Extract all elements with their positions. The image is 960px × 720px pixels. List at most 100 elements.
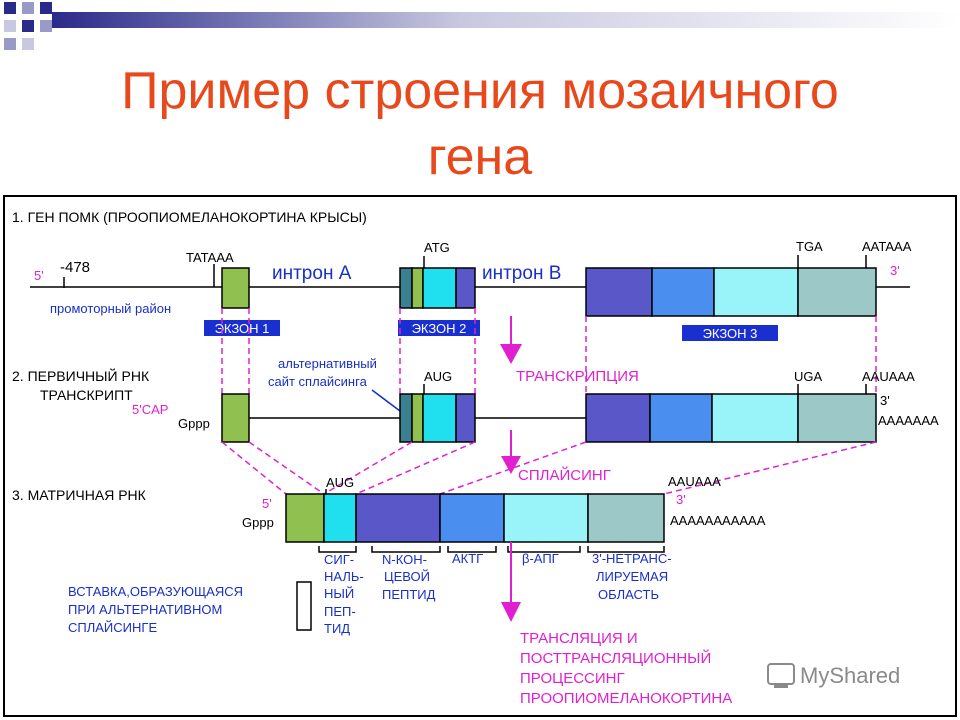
- nterm-label-3: ПЕПТИД: [382, 587, 436, 602]
- splicing-label: СПЛАЙСИНГ: [518, 466, 611, 484]
- insert-box: [296, 581, 312, 631]
- splice-line: [439, 441, 587, 495]
- mrna-teal: [587, 493, 665, 543]
- bracket-signal: [318, 546, 357, 553]
- bracket-bapg: [507, 546, 581, 553]
- exon2-label-box: [398, 320, 480, 336]
- exon2-segment-cyan: [422, 267, 457, 309]
- mrna-light-cyan: [503, 493, 589, 543]
- section2-header-line2: ТРАНСКРИПТ: [40, 387, 133, 403]
- aauaaa-label-3: AAUAAA: [668, 474, 721, 489]
- insert-label-3: СПЛАЙСИНГЕ: [68, 620, 157, 635]
- title-line-2: гена: [427, 128, 533, 186]
- bracket-utr: [587, 546, 665, 553]
- polya-label-3: AAAAAAAAAAA: [670, 513, 766, 528]
- watermark-icon: [767, 663, 795, 685]
- title-line-1: Пример строения мозаичного: [121, 62, 839, 120]
- aauaaa-label-2: AAUAAA: [862, 369, 915, 384]
- splice-line: [355, 441, 476, 495]
- corner-decoration: [4, 2, 960, 50]
- tga-label: TGA: [796, 239, 823, 254]
- transcript-exon2-segment-cyan: [422, 393, 457, 443]
- decor-square: [40, 2, 52, 14]
- diagram-frame: [3, 195, 957, 717]
- utr-label-3: ОБЛАСТЬ: [598, 587, 659, 602]
- exon2-segment-green: [411, 267, 424, 309]
- insert-label-1: ВСТАВКА,ОБРАЗУЮЩАЯСЯ: [68, 584, 243, 599]
- decor-square: [4, 2, 16, 14]
- signal-label-3: НЫЙ: [324, 586, 354, 601]
- page-title: Пример строения мозаичного гена: [0, 58, 960, 190]
- section3-header: 3. МАТРИЧНАЯ РНК: [12, 487, 147, 503]
- nterm-label-1: N-КОН-: [382, 552, 427, 567]
- exon2-label: ЭКЗОН 2: [412, 321, 467, 336]
- decor-square: [22, 38, 34, 50]
- mrna-green: [285, 493, 325, 543]
- signal-label-5: ТИД: [324, 621, 350, 636]
- exon1-block: [221, 267, 250, 309]
- utr-label-2: ЛИРУЕМАЯ: [596, 569, 668, 584]
- mrna-blue: [439, 493, 505, 543]
- position-label: -478: [60, 259, 90, 276]
- splice-line: [221, 441, 287, 495]
- splice-line: [248, 441, 325, 495]
- exon2-segment-purple: [455, 267, 476, 309]
- signal-label-1: СИГ-: [324, 552, 354, 567]
- exon3-label-box: [682, 325, 778, 341]
- tataaa-label: TATAAA: [186, 250, 234, 265]
- mrna-purple: [355, 493, 441, 543]
- bapg-label: β-АПГ: [522, 551, 559, 566]
- five-prime-label: 5': [34, 268, 44, 283]
- decor-square: [4, 20, 16, 32]
- splice-line: [663, 441, 877, 495]
- translation-label-1: ТРАНСЛЯЦИЯ И: [520, 630, 638, 647]
- exon1-label-box: [204, 320, 280, 336]
- translation-label-4: ПРООПИОМЕЛАНОКОРТИНА: [520, 690, 732, 707]
- cap-label: 5'CAP: [132, 402, 168, 417]
- insert-label-2: ПРИ АЛЬТЕРНАТИВНОМ: [68, 602, 222, 617]
- section2-header-line1: 2. ПЕРВИЧНЫЙ РНК: [12, 367, 150, 384]
- promoter-label: промоторный район: [50, 301, 171, 316]
- three-prime-label: 3': [890, 263, 900, 278]
- mrna-cyan: [323, 493, 357, 543]
- aataaa-label: AATAAA: [862, 239, 912, 254]
- exon1-label: ЭКЗОН 1: [215, 321, 270, 336]
- decor-square: [22, 2, 34, 14]
- decor-square: [40, 20, 52, 32]
- uga-label: UGA: [794, 369, 823, 384]
- transcript-exon3-segment-teal: [797, 393, 877, 443]
- watermark: MyShared: [767, 663, 900, 688]
- atg-label: ATG: [424, 240, 450, 255]
- transcript-exon3-segment-blue: [649, 393, 713, 443]
- nterm-label-2: ЦЕВОЙ: [384, 569, 430, 584]
- translation-label-2: ПОСТТРАНСЛЯЦИОННЫЙ: [520, 649, 711, 667]
- decor-square: [4, 38, 16, 50]
- splicing-arrow: [501, 430, 521, 474]
- splice-line: [323, 441, 413, 495]
- aug-label-3: AUG: [326, 475, 354, 490]
- section1-header: 1. ГЕН ПОМК (ПРООПИОМЕЛАНОКОРТИНА КРЫСЫ): [12, 209, 367, 225]
- bracket-nterm: [371, 546, 441, 553]
- actg-label: АКТГ: [452, 551, 483, 566]
- bracket-actg: [447, 546, 497, 553]
- intron-a-label: интрон A: [272, 263, 352, 284]
- transcript-exon2-segment-teal: [399, 393, 413, 443]
- decor-square: [22, 20, 34, 32]
- exon3-label: ЭКЗОН 3: [703, 326, 758, 341]
- watermark-text: MyShared: [800, 663, 900, 688]
- five-prime-label-3: 5': [262, 496, 272, 511]
- three-prime-label-2: 3': [880, 393, 890, 408]
- exon3-segment-light-cyan: [713, 267, 799, 317]
- polya-label-2: AAAAAAA: [878, 413, 939, 428]
- transcript-exon3-segment-purple: [585, 393, 651, 443]
- utr-label-1: 3'-НЕТРАНС-: [592, 551, 672, 566]
- alt-splice-pointer: [371, 389, 405, 415]
- header-bar: [52, 12, 960, 28]
- exon2-segment-teal: [399, 267, 413, 309]
- exon3-segment-teal: [797, 267, 877, 317]
- signal-label-4: ПЕП-: [324, 604, 356, 619]
- signal-label-2: НАЛЬ-: [324, 569, 364, 584]
- translation-label-3: ПРОЦЕССИНГ: [520, 670, 625, 687]
- alt-splice-line1: альтернативный: [278, 356, 377, 371]
